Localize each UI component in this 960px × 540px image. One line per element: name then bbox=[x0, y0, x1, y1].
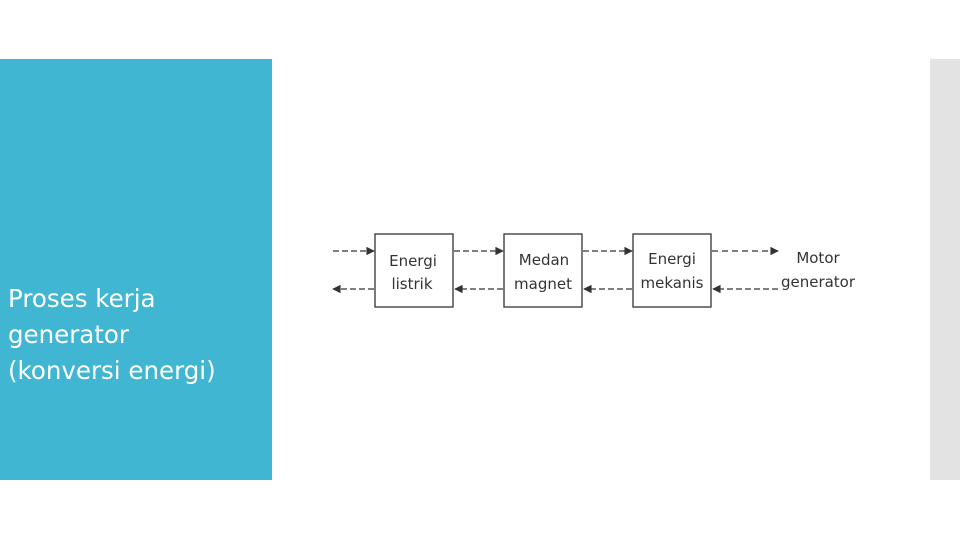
box-energi-mekanis-line-2: mekanis bbox=[641, 274, 704, 292]
side-label-generator: generator bbox=[781, 273, 856, 291]
box-energi-mekanis-line-1: Energi bbox=[648, 250, 696, 268]
box-energi-mekanis bbox=[632, 233, 712, 308]
slide-title-line-2: generator bbox=[8, 320, 129, 349]
slide-title-line-3: (konversi energi) bbox=[8, 356, 216, 385]
box-energi-listrik-line-2: listrik bbox=[391, 275, 432, 293]
slide-title-line-1: Proses kerja bbox=[8, 284, 156, 313]
box-energi-listrik-line-1: Energi bbox=[389, 252, 437, 270]
box-energi-listrik bbox=[374, 233, 454, 308]
right-side-bar bbox=[930, 59, 960, 480]
side-label-motor: Motor bbox=[796, 249, 840, 267]
box-medan-magnet bbox=[503, 233, 583, 308]
box-medan-magnet-line-2: magnet bbox=[514, 275, 572, 293]
slide-title: Proses kerja generator (konversi energi) bbox=[8, 281, 268, 389]
box-medan-magnet-line-1: Medan bbox=[519, 251, 569, 269]
title-panel: Proses kerja generator (konversi energi) bbox=[0, 59, 272, 480]
